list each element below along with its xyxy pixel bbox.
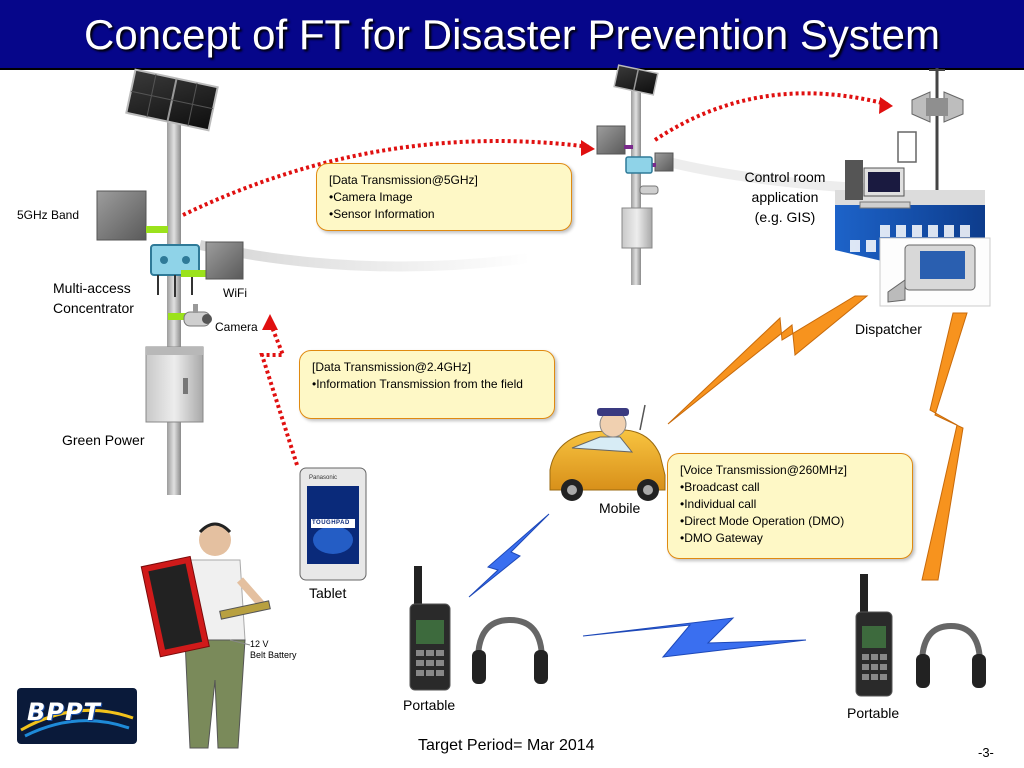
callout-voice-260mhz: [Voice Transmission@260MHz] •Broadcast c… xyxy=(667,453,913,559)
bppt-logo: BPPT xyxy=(17,688,137,744)
control-room-building xyxy=(835,68,991,307)
voice-link-blue-bottom xyxy=(582,617,807,658)
data-link-24ghz xyxy=(259,321,299,466)
page-title: Concept of FT for Disaster Prevention Sy… xyxy=(84,11,940,58)
page-number: -3- xyxy=(978,745,994,760)
callout-24ghz-item: •Information Transmission from the field xyxy=(312,377,523,391)
belt-battery-text: Belt Battery xyxy=(250,650,297,660)
label-control-room-line2: application xyxy=(751,189,819,205)
data-link-5ghz-right xyxy=(653,91,891,142)
voice-link-dispatcher-portable xyxy=(921,312,968,581)
callout-data-5ghz: [Data Transmission@5GHz] •Camera Image •… xyxy=(316,163,572,231)
callout-260mhz-item: •DMO Gateway xyxy=(680,531,763,545)
title-bar xyxy=(0,0,1024,70)
tablet-screen-text: TOUGHPAD xyxy=(312,520,350,526)
label-belt-battery: 12 V Belt Battery xyxy=(250,639,297,661)
faint-beam-left xyxy=(198,240,531,272)
callout-260mhz-item: •Direct Mode Operation (DMO) xyxy=(680,514,845,528)
label-concentrator: Multi-access Concentrator xyxy=(53,280,134,316)
label-tablet: Tablet xyxy=(309,585,347,601)
headphones-right xyxy=(916,622,986,688)
callout-data-24ghz: [Data Transmission@2.4GHz] •Information … xyxy=(299,350,555,419)
callout-260mhz-item: •Broadcast call xyxy=(680,480,760,494)
callout-260mhz-item: •Individual call xyxy=(680,497,757,511)
headphones-left xyxy=(472,616,548,684)
label-mobile: Mobile xyxy=(599,500,641,516)
middle-pole-station xyxy=(596,64,674,285)
callout-5ghz-item: •Camera Image xyxy=(329,190,413,204)
person-with-backpack xyxy=(140,522,271,749)
label-green-power: Green Power xyxy=(62,432,145,448)
callout-260mhz-heading: [Voice Transmission@260MHz] xyxy=(680,463,847,477)
siren-speakers xyxy=(911,91,964,123)
label-camera: Camera xyxy=(215,320,258,334)
logo-text: BPPT xyxy=(27,698,101,726)
label-portable-right: Portable xyxy=(847,705,900,721)
voice-link-dispatcher-mobile xyxy=(667,295,869,425)
target-period: Target Period= Mar 2014 xyxy=(418,737,595,754)
label-dispatcher: Dispatcher xyxy=(855,321,922,337)
antenna-5ghz-left xyxy=(96,190,147,241)
portable-radio-left xyxy=(409,566,451,691)
label-wifi: WiFi xyxy=(223,286,247,300)
logo-swoosh-icon xyxy=(20,708,134,738)
power-cabinet xyxy=(145,346,204,423)
portable-radio-right xyxy=(855,574,893,697)
tablet-device xyxy=(299,467,367,581)
callout-5ghz-item: •Sensor Information xyxy=(329,207,435,221)
data-link-5ghz-left xyxy=(182,139,591,217)
left-pole-station xyxy=(96,68,244,495)
label-portable-left: Portable xyxy=(403,697,456,713)
label-control-room-line1: Control room xyxy=(744,169,826,185)
solar-panel-left xyxy=(125,68,219,132)
tablet-brand-text: Panasonic xyxy=(309,475,338,481)
callout-24ghz-heading: [Data Transmission@2.4GHz] xyxy=(312,360,471,374)
label-control-room-line3: (e.g. GIS) xyxy=(754,209,816,225)
label-5ghz-band: 5GHz Band xyxy=(17,208,80,222)
belt-battery-voltage: 12 V xyxy=(250,639,269,649)
mobile-car xyxy=(549,404,666,501)
camera-device xyxy=(183,304,212,327)
antenna-wifi xyxy=(205,241,244,280)
callout-5ghz-heading: [Data Transmission@5GHz] xyxy=(329,173,478,187)
concentrator-unit xyxy=(150,244,200,297)
voice-link-blue-left xyxy=(468,513,550,598)
label-control-room: Control room application (e.g. GIS) xyxy=(730,167,840,227)
